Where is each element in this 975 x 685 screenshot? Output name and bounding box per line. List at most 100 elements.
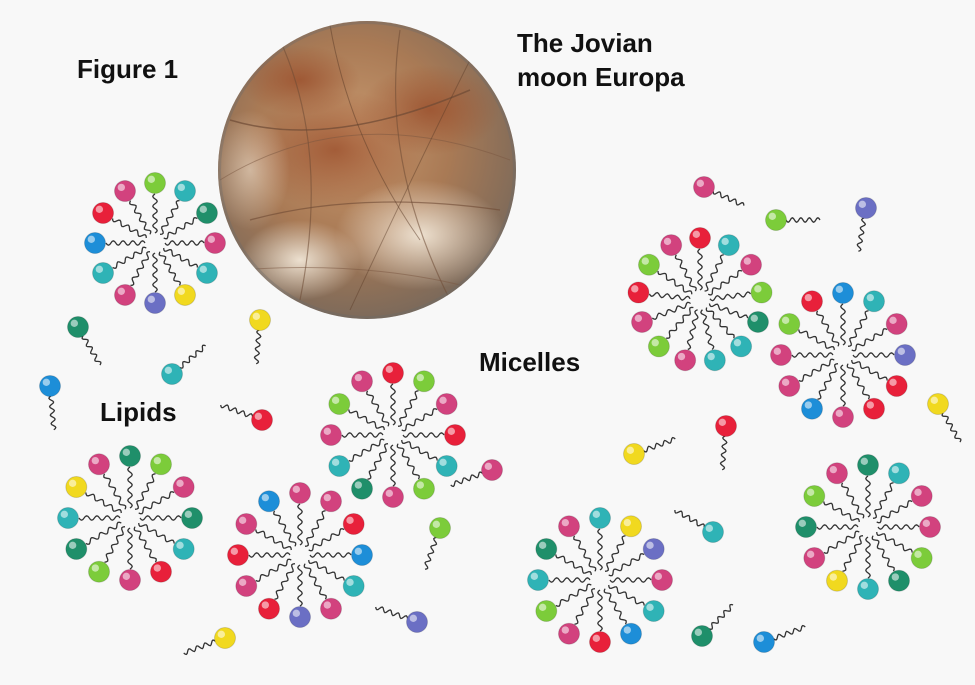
lipid-head-highlight	[386, 490, 393, 497]
lipid-head	[911, 548, 932, 569]
lipid-head	[250, 310, 271, 331]
lipid-head-highlight	[627, 447, 634, 454]
lipid-head	[895, 345, 916, 366]
lipid-head-highlight	[751, 315, 758, 322]
lipid-tail	[841, 304, 845, 345]
lipid-head-highlight	[892, 466, 899, 473]
lipid-tail	[942, 413, 961, 442]
lipid-head-highlight	[148, 176, 155, 183]
lipid-tail	[698, 249, 702, 290]
lipid-head-highlight	[332, 397, 339, 404]
lipid-head	[624, 444, 645, 465]
lipid-head-highlight	[239, 579, 246, 586]
lipid-head-highlight	[931, 397, 938, 404]
lipid-head	[661, 235, 682, 256]
lipid-tail	[256, 559, 291, 581]
lipid-head-highlight	[562, 519, 569, 526]
lipid-head-highlight	[324, 601, 331, 608]
lipid-tail	[842, 483, 864, 519]
lipid-tail	[610, 578, 651, 582]
lipid-head	[911, 486, 932, 507]
lipid-head-highlight	[346, 517, 353, 524]
lipid-head	[173, 539, 194, 560]
lipid-head-highlight	[123, 573, 130, 580]
lipid-head-highlight	[889, 317, 896, 324]
micelle-m5	[58, 446, 203, 591]
free-lipid-l6	[162, 345, 206, 384]
lipid-head	[196, 263, 217, 284]
lipid-head-highlight	[782, 379, 789, 386]
lipid-head	[802, 398, 823, 419]
lipid-head-highlight	[774, 348, 781, 355]
lipid-tail	[598, 590, 602, 631]
lipid-head-highlight	[646, 604, 653, 611]
lipid-head	[827, 570, 848, 591]
lipid-head	[145, 293, 166, 314]
lipid-head-highlight	[807, 551, 814, 558]
lipid-head	[321, 598, 342, 619]
free-lipid-l1	[694, 177, 744, 206]
lipid-tail	[706, 308, 734, 339]
lipid-tail	[249, 553, 290, 557]
lipid-head	[632, 311, 653, 332]
lipid-head-highlight	[898, 348, 905, 355]
lipid-tail	[140, 516, 181, 520]
lipid-head-highlight	[830, 573, 837, 580]
lipid-tail	[786, 218, 820, 222]
lipid-head	[559, 623, 580, 644]
lipid-tail	[721, 436, 727, 470]
lipid-tail	[255, 330, 261, 364]
lipid-head	[115, 284, 136, 305]
lipid-head-highlight	[693, 231, 700, 238]
lipid-head-highlight	[867, 294, 874, 301]
lipid-head-highlight	[92, 457, 99, 464]
lipid-tail	[180, 345, 206, 368]
lipid-head-highlight	[867, 401, 874, 408]
lipid-head	[352, 545, 373, 566]
europa-moon-image	[210, 21, 516, 319]
lipid-head	[528, 570, 549, 591]
lipid-head-highlight	[255, 413, 262, 420]
free-lipid-l17	[754, 626, 806, 653]
lipid-head	[886, 376, 907, 397]
lipid-head	[833, 283, 854, 304]
lipid-head-highlight	[539, 604, 546, 611]
lipid-head-highlight	[635, 315, 642, 322]
lipid-tail	[298, 565, 302, 606]
lipid-head	[747, 311, 768, 332]
lipid-head	[779, 314, 800, 335]
micelle-m7	[528, 508, 673, 653]
lipid-head	[703, 522, 724, 543]
lipid-head	[827, 463, 848, 484]
lipid-tail	[609, 554, 645, 576]
lipid-head	[120, 446, 141, 467]
free-lipid-l5	[250, 310, 271, 364]
lipid-head	[638, 254, 659, 275]
lipid-head	[89, 561, 110, 582]
lipid-head-highlight	[200, 206, 207, 213]
lipid-head-highlight	[410, 615, 417, 622]
lipid-tail	[713, 191, 744, 205]
lipid-head	[889, 570, 910, 591]
lipid-head-highlight	[439, 397, 446, 404]
micelle-m8	[796, 455, 941, 600]
lipid-head	[779, 376, 800, 397]
lipid-head	[536, 601, 557, 622]
lipid-head	[120, 570, 141, 591]
micelle-m3	[771, 283, 916, 428]
lipid-head-highlight	[165, 367, 172, 374]
lipid-tail	[86, 522, 122, 544]
lipid-tail	[574, 536, 596, 572]
lipid-tail	[708, 271, 742, 295]
lipid-head-highlight	[96, 206, 103, 213]
lipid-head	[754, 632, 775, 653]
lipid-head	[804, 548, 825, 569]
lipid-tail	[153, 194, 157, 233]
lipid-tail	[113, 247, 147, 268]
lipid-tail	[451, 472, 483, 486]
lipid-head-highlight	[355, 548, 362, 555]
lipid-head-highlight	[71, 320, 78, 327]
lipid-head-highlight	[154, 457, 161, 464]
lipid-head-highlight	[200, 266, 207, 273]
lipid-head-highlight	[123, 449, 130, 456]
